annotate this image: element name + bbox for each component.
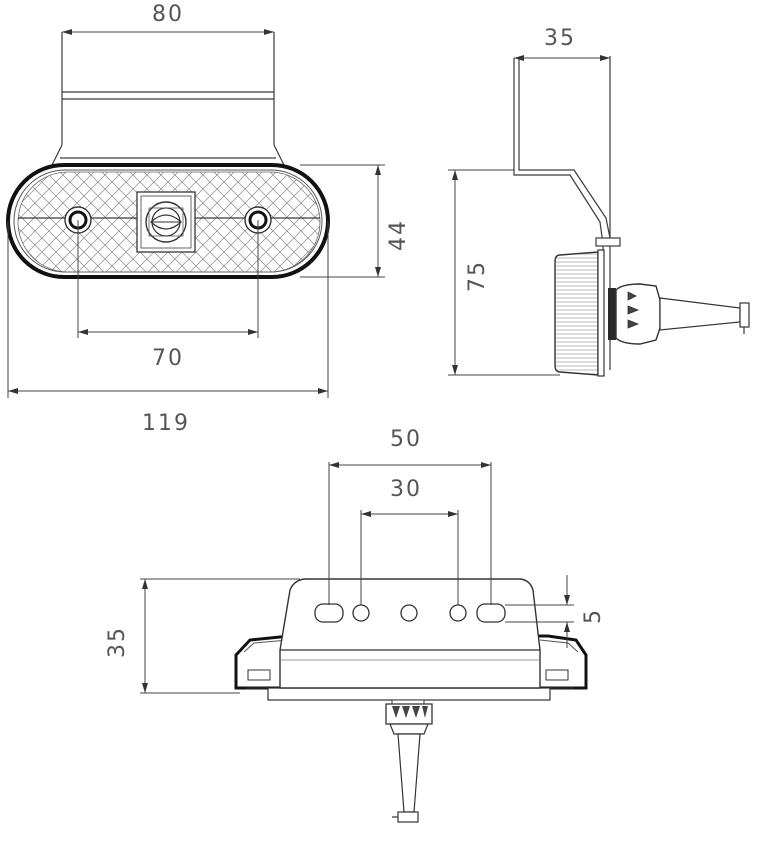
- dim-44: 44: [300, 164, 411, 278]
- dim-5: 5: [505, 575, 606, 648]
- dim-30: 30: [360, 477, 459, 605]
- dim-119: 119: [7, 221, 329, 436]
- dim-label-80: 80: [152, 2, 184, 27]
- front-view: 80 44 70 119: [6, 2, 411, 436]
- dim-label-119: 119: [142, 411, 190, 436]
- dim-label-44: 44: [386, 219, 411, 251]
- front-center-emblem: [136, 191, 196, 253]
- dim-label-30: 30: [390, 477, 422, 502]
- side-lamp-body: [554, 249, 605, 377]
- dim-80: 80: [62, 2, 274, 35]
- dim-50: 50: [328, 427, 492, 605]
- dim-35-bottom: 35: [105, 578, 300, 694]
- front-bracket: [51, 32, 285, 166]
- side-connector: [608, 283, 750, 345]
- dim-label-50: 50: [390, 427, 422, 452]
- dim-label-35-bottom: 35: [105, 626, 130, 658]
- dim-35-side: 35: [514, 26, 610, 61]
- bottom-view: 50 30 35 5: [105, 427, 606, 823]
- dim-label-35-side: 35: [544, 26, 576, 51]
- side-view: 35 75: [448, 26, 750, 377]
- dim-label-75: 75: [465, 260, 490, 292]
- dim-label-5: 5: [581, 608, 606, 624]
- dim-label-70: 70: [152, 346, 184, 371]
- bottom-holes: [314, 603, 506, 623]
- dim-75: 75: [448, 169, 560, 376]
- dim-70: 70: [77, 220, 259, 371]
- bottom-housing: [279, 578, 541, 689]
- bottom-connector: [385, 699, 433, 823]
